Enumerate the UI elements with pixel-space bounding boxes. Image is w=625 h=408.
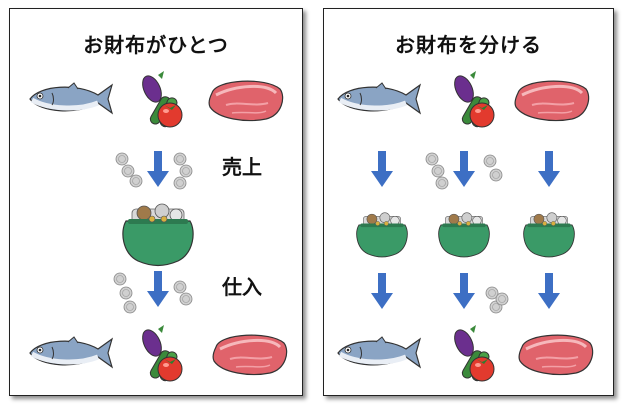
- arrow-down-icon: [538, 273, 560, 309]
- arrow-down-icon: [147, 271, 169, 307]
- arrow-down-icon: [371, 151, 393, 187]
- meat-icon: [517, 333, 595, 376]
- arrow-down-icon: [538, 151, 560, 187]
- arrow-down-icon: [147, 151, 169, 187]
- purchase-label: 仕入: [222, 275, 262, 299]
- arrow-down-icon: [453, 273, 475, 309]
- coins-icon: [485, 286, 509, 314]
- panel-title: お財布を分ける: [395, 33, 542, 57]
- fish-icon: [30, 337, 112, 367]
- meat-icon: [513, 79, 591, 122]
- vegetables-icon: [138, 324, 183, 383]
- arrow-down-icon: [453, 151, 475, 187]
- panel-title: お財布がひとつ: [83, 33, 229, 57]
- wallet-icon: [122, 203, 194, 267]
- meat-icon: [207, 79, 285, 122]
- wallet-icon: [356, 212, 408, 258]
- vegetables-icon: [138, 70, 183, 129]
- split-wallet-panel: お財布を分ける: [323, 8, 614, 396]
- sales-label: 売上: [222, 155, 262, 179]
- vegetables-icon: [450, 324, 495, 383]
- fish-icon: [338, 337, 420, 367]
- single-wallet-panel: お財布がひとつ 売上 仕入: [9, 8, 303, 396]
- meat-icon: [211, 333, 289, 376]
- arrow-down-icon: [371, 273, 393, 309]
- vegetables-icon: [450, 70, 495, 129]
- fish-icon: [338, 83, 420, 113]
- fish-icon: [30, 83, 112, 113]
- wallet-icon: [438, 212, 490, 258]
- wallet-icon: [523, 212, 575, 258]
